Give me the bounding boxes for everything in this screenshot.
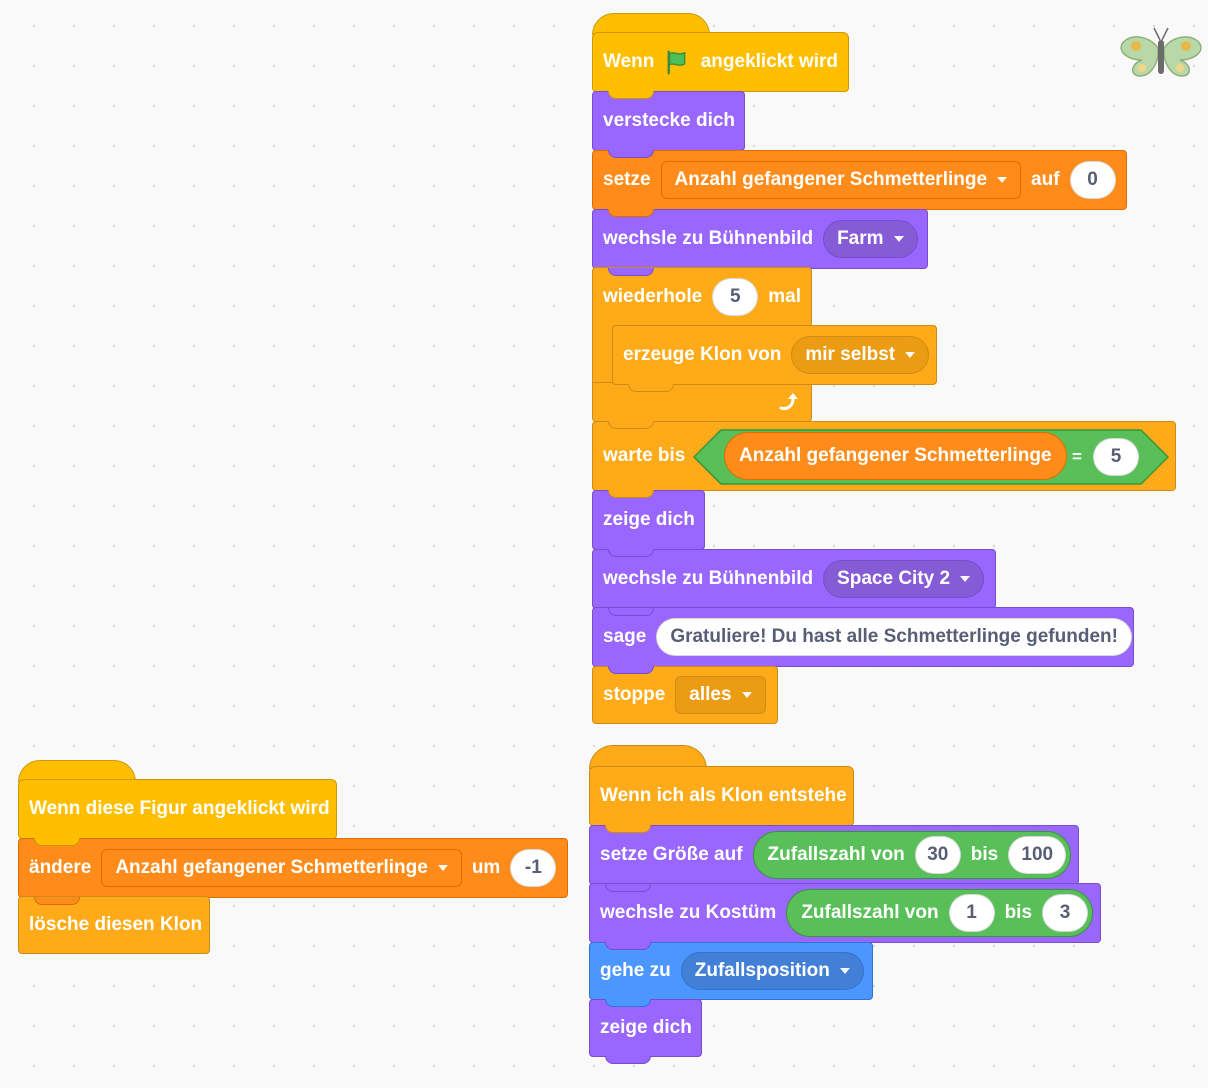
equals-label: = xyxy=(1072,447,1082,466)
when-flag-clicked-hat[interactable]: Wenn angeklickt wird xyxy=(592,32,849,99)
wait-value-input[interactable]: 5 xyxy=(1093,438,1139,476)
set-size-label: setze Größe auf xyxy=(600,844,743,865)
loop-arrow-icon xyxy=(779,393,798,410)
show-block-clone[interactable]: zeige dich xyxy=(589,999,702,1064)
say-block[interactable]: sage Gratuliere! Du hast alle Schmetterl… xyxy=(592,607,1134,674)
change-variable-block[interactable]: ändere Anzahl gefangener Schmetterlinge … xyxy=(18,838,568,905)
when-label: Wenn xyxy=(603,51,655,72)
when-clone-starts-hat[interactable]: Wenn ich als Klon entstehe xyxy=(589,766,854,833)
chevron-down-icon xyxy=(741,692,752,698)
random-to-label-2: bis xyxy=(1004,902,1033,923)
backdrop-name-2: Space City 2 xyxy=(837,568,951,589)
random-to-input-1[interactable]: 100 xyxy=(1008,836,1067,874)
chevron-down-icon xyxy=(437,865,448,871)
switch-costume-block[interactable]: wechsle zu Kostüm Zufallszahl von 1 bis … xyxy=(589,883,1101,950)
switch-backdrop-label-2: wechsle zu Bühnenbild xyxy=(603,568,814,589)
to-label: auf xyxy=(1031,169,1060,190)
create-clone-block[interactable]: erzeuge Klon von mir selbst xyxy=(612,325,937,392)
show-block[interactable]: zeige dich xyxy=(592,490,705,557)
stop-block[interactable]: stoppe alles xyxy=(592,666,778,724)
clone-target-name: mir selbst xyxy=(805,344,896,365)
go-to-block[interactable]: gehe zu Zufallsposition xyxy=(589,942,873,1007)
say-label: sage xyxy=(603,626,647,647)
create-clone-label: erzeuge Klon von xyxy=(623,344,782,365)
random-from-input-2[interactable]: 1 xyxy=(948,894,995,932)
change-value-input[interactable]: -1 xyxy=(510,849,557,887)
random-from-input-1[interactable]: 30 xyxy=(914,836,961,874)
clone-start-label: Wenn ich als Klon entstehe xyxy=(600,785,847,806)
repeat-block[interactable]: wiederhole 5 mal xyxy=(592,267,812,327)
random-label-2: Zufallszahl von xyxy=(801,902,939,923)
go-to-target-dropdown[interactable]: Zufallsposition xyxy=(680,952,864,990)
change-label: ändere xyxy=(29,857,92,878)
stop-option-name: alles xyxy=(689,684,732,705)
hide-label: verstecke dich xyxy=(603,110,736,131)
butterfly-icon[interactable] xyxy=(1118,24,1204,84)
variable-dropdown[interactable]: Anzahl gefangener Schmetterlinge xyxy=(660,161,1022,199)
chevron-down-icon xyxy=(893,236,904,242)
switch-backdrop-block[interactable]: wechsle zu Bühnenbild Farm xyxy=(592,209,928,276)
delete-clone-block[interactable]: lösche diesen Klon xyxy=(18,896,210,954)
backdrop-dropdown[interactable]: Farm xyxy=(823,220,918,258)
set-size-block[interactable]: setze Größe auf Zufallszahl von 30 bis 1… xyxy=(589,825,1079,892)
switch-backdrop-label: wechsle zu Bühnenbild xyxy=(603,228,814,249)
switch-backdrop-block-2[interactable]: wechsle zu Bühnenbild Space City 2 xyxy=(592,549,996,616)
change-variable-name: Anzahl gefangener Schmetterlinge xyxy=(115,857,428,878)
backdrop-dropdown-2[interactable]: Space City 2 xyxy=(823,560,985,598)
go-to-target-name: Zufallsposition xyxy=(694,960,830,981)
set-variable-block[interactable]: setze Anzahl gefangener Schmetterlinge a… xyxy=(592,150,1127,217)
chevron-down-icon xyxy=(997,177,1008,183)
repeat-count-input[interactable]: 5 xyxy=(712,278,759,316)
when-sprite-clicked-hat[interactable]: Wenn diese Figur angeklickt wird xyxy=(18,779,337,846)
random-number-reporter-2[interactable]: Zufallszahl von 1 bis 3 xyxy=(786,889,1094,937)
show-label-clone: zeige dich xyxy=(600,1017,692,1038)
switch-costume-label: wechsle zu Kostüm xyxy=(600,902,777,923)
repeat-arm xyxy=(592,322,614,392)
sprite-clicked-label: Wenn diese Figur angeklickt wird xyxy=(29,798,330,819)
set-label: setze xyxy=(603,169,651,190)
repeat-bottom xyxy=(592,382,812,429)
wait-variable-reporter[interactable]: Anzahl gefangener Schmetterlinge xyxy=(724,432,1067,480)
random-number-reporter-1[interactable]: Zufallszahl von 30 bis 100 xyxy=(752,831,1072,879)
clone-target-dropdown[interactable]: mir selbst xyxy=(791,336,930,374)
show-label: zeige dich xyxy=(603,509,695,530)
stop-option-dropdown[interactable]: alles xyxy=(675,676,766,714)
by-label: um xyxy=(471,857,501,878)
change-variable-dropdown[interactable]: Anzahl gefangener Schmetterlinge xyxy=(101,849,462,887)
chevron-down-icon xyxy=(905,352,916,358)
go-to-label: gehe zu xyxy=(600,960,671,981)
wait-until-label: warte bis xyxy=(603,445,686,466)
backdrop-name: Farm xyxy=(837,228,884,249)
delete-clone-label: lösche diesen Klon xyxy=(29,914,203,935)
random-to-label-1: bis xyxy=(970,844,999,865)
repeat-unit-label: mal xyxy=(768,286,801,307)
hide-block[interactable]: verstecke dich xyxy=(592,91,745,158)
say-text-input[interactable]: Gratuliere! Du hast alle Schmetterlinge … xyxy=(656,618,1132,656)
wait-variable-name: Anzahl gefangener Schmetterlinge xyxy=(739,445,1052,466)
clicked-label: angeklickt wird xyxy=(700,51,838,72)
random-to-input-2[interactable]: 3 xyxy=(1042,894,1089,932)
repeat-label: wiederhole xyxy=(603,286,703,307)
stop-label: stoppe xyxy=(603,684,666,705)
random-label-1: Zufallszahl von xyxy=(767,844,905,865)
wait-until-block[interactable]: warte bis Anzahl gefangener Schmetterlin… xyxy=(592,421,1176,498)
set-value-input[interactable]: 0 xyxy=(1069,161,1116,199)
chevron-down-icon xyxy=(960,576,971,582)
chevron-down-icon xyxy=(839,968,850,974)
variable-name: Anzahl gefangener Schmetterlinge xyxy=(674,169,988,190)
green-flag-icon xyxy=(667,50,686,75)
